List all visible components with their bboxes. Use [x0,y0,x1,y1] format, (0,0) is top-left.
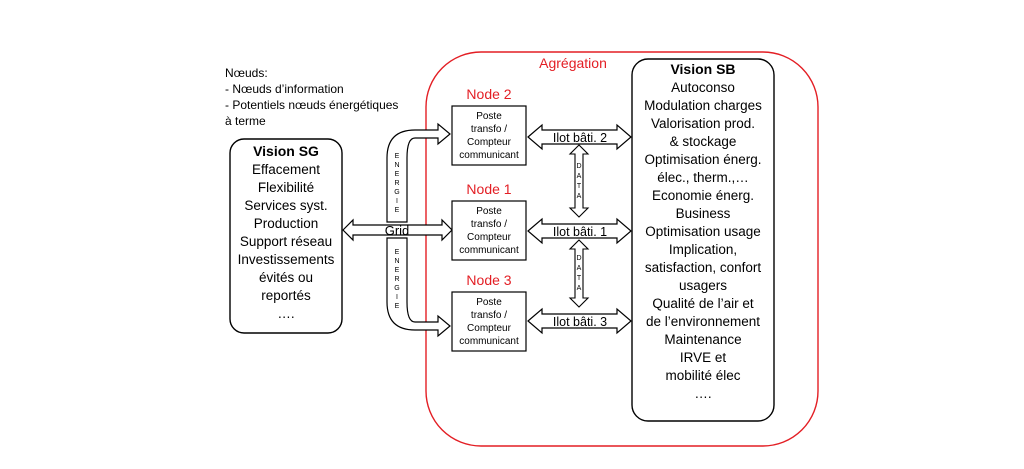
data-letter: T [577,183,582,190]
energie-label-up: E N E R G I E [394,153,399,214]
vision-sb-item: satisfaction, confort [645,260,762,275]
node-box-line: Compteur [467,137,512,148]
vision-sb-item: Qualité de l’air et [652,296,754,311]
vision-sb-item: élec., therm.,… [657,170,749,185]
data-label-lower: D A T A [576,255,581,292]
ilot-2-label: Ilot bâti. 2 [553,131,607,145]
vision-sg-item: reportés [261,288,311,303]
vision-sg-items: Effacement Flexibilité Services syst. Pr… [238,162,335,321]
energie-label-down: E N E R G I E [394,249,399,310]
notes-block: Nœuds: - Nœuds d’information - Potentiel… [225,66,398,128]
node-box-line: Compteur [467,323,512,334]
data-letter: A [577,173,582,180]
vision-sg-box [229,138,343,334]
node-box-line: transfo / [471,124,507,135]
energie-letter: E [395,303,400,310]
ilot-3-arrow [527,307,632,335]
node-1-label: Node 1 [466,181,511,197]
node-3-label: Node 3 [466,272,511,288]
data-letter: D [576,163,581,170]
vision-sb-item: & stockage [670,134,737,149]
vision-sg-title: Vision SG [253,143,319,159]
grid-label: Grid [385,223,410,238]
data-letter: A [577,265,582,272]
node-2-box: Poste transfo / Compteur communicant [451,105,527,166]
vision-sb-item: Optimisation usage [645,224,761,239]
vision-sg-item: Support réseau [240,234,332,249]
vision-sg-item: évités ou [259,270,313,285]
node-box-line: Poste [476,111,502,122]
vision-sb-item: usagers [679,278,727,293]
energie-letter: I [396,198,398,205]
node-3-box: Poste transfo / Compteur communicant [451,291,527,352]
vision-sb-item: Business [676,206,731,221]
energie-letter: N [394,162,399,169]
vision-sb-item: Valorisation prod. [651,116,755,131]
vision-sb-item: mobilité élec [665,368,740,383]
vision-sb-item: Autoconso [671,80,735,95]
energie-letter: N [394,258,399,265]
vision-sg-item: Flexibilité [258,180,314,195]
vision-sb-title: Vision SB [670,61,735,77]
notes-line: - Potentiels nœuds énergétiques [225,98,398,112]
notes-line: à terme [225,114,266,128]
vision-sb-item: Modulation charges [644,98,762,113]
node-box-line: communicant [459,150,519,161]
vision-sg-item: Services syst. [244,198,327,213]
energie-letter: R [394,276,399,283]
node-box-line: Poste [476,206,502,217]
node-box-line: transfo / [471,219,507,230]
data-arrow-lower [568,239,590,308]
node-box-line: communicant [459,336,519,347]
aggregation-label: Agrégation [539,55,607,71]
vision-sb-item: Maintenance [664,332,741,347]
data-letter: D [576,255,581,262]
energie-letter: I [396,294,398,301]
energie-down-arrow [386,237,451,338]
vision-sb-item: Implication, [669,242,737,257]
notes-line: - Nœuds d’information [225,82,344,96]
ilot-1-arrow [527,217,632,245]
energie-letter: R [394,180,399,187]
node-1-box: Poste transfo / Compteur communicant [451,200,527,261]
vision-sg-item: Investissements [238,252,335,267]
vision-sg-item: Effacement [252,162,320,177]
vision-sg-item: Production [254,216,319,231]
data-arrow-upper [568,144,590,218]
ilot-3-label: Ilot bâti. 3 [553,315,607,329]
energie-letter: E [395,153,400,160]
energie-letter: E [395,207,400,214]
data-letter: A [577,193,582,200]
energie-letter: E [395,249,400,256]
vision-sb-item: IRVE et [680,350,727,365]
energie-letter: E [395,267,400,274]
energie-letter: G [394,285,399,292]
notes-title: Nœuds: [225,66,268,80]
vision-sg-item: …. [277,306,294,321]
vision-sb-item: …. [694,386,711,401]
aggregation-frame [425,51,819,447]
node-box-line: transfo / [471,310,507,321]
vision-sb-box [631,58,775,422]
node-box-line: Compteur [467,232,512,243]
data-letter: A [577,285,582,292]
data-letter: T [577,275,582,282]
energie-up-arrow [386,122,451,223]
energie-letter: G [394,189,399,196]
node-box-line: Poste [476,297,502,308]
energie-letter: E [395,171,400,178]
vision-sb-item: de l’environnement [646,314,760,329]
data-label-upper: D A T A [576,163,581,200]
vision-sb-items: Autoconso Modulation charges Valorisatio… [644,80,762,401]
node-2-label: Node 2 [466,86,511,102]
ilot-2-arrow [527,123,632,151]
ilot-1-label: Ilot bâti. 1 [553,225,607,239]
node-box-line: communicant [459,245,519,256]
vision-sb-item: Optimisation énerg. [644,152,761,167]
vision-sb-item: Economie énerg. [652,188,754,203]
